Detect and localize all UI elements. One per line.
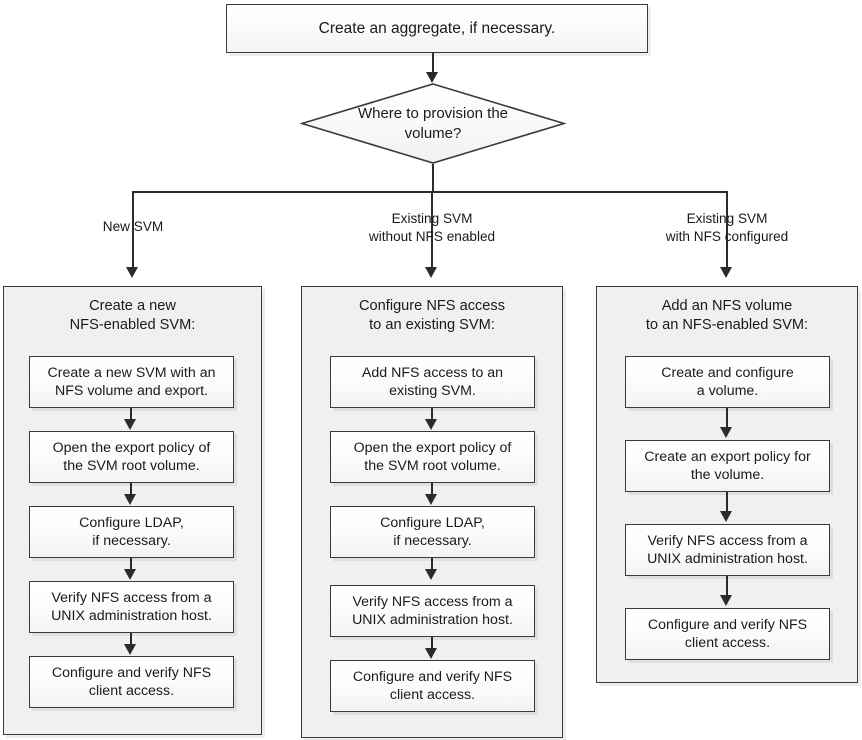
connector-2-2-to-2-3 bbox=[431, 483, 433, 496]
connector-1-1-to-1-2 bbox=[130, 408, 132, 421]
step-node-2-2: Open the export policy of the SVM root v… bbox=[330, 431, 535, 483]
connector-1-2-to-1-3 bbox=[130, 483, 132, 496]
connector-3-3-to-3-4 bbox=[726, 576, 728, 597]
connector-split-horizontal bbox=[132, 191, 728, 193]
branch-label-existing-svm-with-nfs: Existing SVM with NFS configured bbox=[665, 211, 789, 244]
arrowhead-2-4-to-2-5 bbox=[425, 648, 437, 659]
connector-branch-1-drop bbox=[132, 191, 134, 269]
connector-3-2-to-3-3 bbox=[726, 492, 728, 513]
connector-2-3-to-2-4 bbox=[431, 558, 433, 571]
decision-label: Where to provision the volume? bbox=[357, 105, 509, 142]
arrowhead-2-1-to-2-2 bbox=[425, 419, 437, 430]
arrowhead-3-3-to-3-4 bbox=[720, 595, 732, 606]
step-node-3-1: Create and configure a volume. bbox=[625, 356, 830, 408]
step-node-2-4: Verify NFS access from a UNIX administra… bbox=[330, 585, 535, 637]
step-node-2-3: Configure LDAP, if necessary. bbox=[330, 506, 535, 558]
connector-start-to-decision bbox=[432, 53, 434, 74]
step-node-1-5: Configure and verify NFS client access. bbox=[29, 656, 234, 708]
connector-decision-stem bbox=[432, 164, 434, 192]
connector-2-4-to-2-5 bbox=[431, 637, 433, 650]
step-node-1-4: Verify NFS access from a UNIX administra… bbox=[29, 581, 234, 633]
connector-1-3-to-1-4 bbox=[130, 558, 132, 571]
arrowhead-3-2-to-3-3 bbox=[720, 511, 732, 522]
step-node-2-5: Configure and verify NFS client access. bbox=[330, 660, 535, 712]
branch-label-existing-svm-without-nfs: Existing SVM without NFS enabled bbox=[368, 211, 496, 244]
branch-label-new-svm: New SVM bbox=[102, 219, 164, 234]
arrowhead-branch-2 bbox=[425, 267, 437, 278]
decision-node-where-to-provision: Where to provision the volume? bbox=[299, 82, 567, 165]
branch-panel-title-new-svm: Create a new NFS-enabled SVM: bbox=[69, 298, 196, 334]
arrowhead-1-1-to-1-2 bbox=[124, 419, 136, 430]
step-node-3-3: Verify NFS access from a UNIX administra… bbox=[625, 524, 830, 576]
connector-2-1-to-2-2 bbox=[431, 408, 433, 421]
step-node-1-2: Open the export policy of the SVM root v… bbox=[29, 431, 234, 483]
connector-1-4-to-1-5 bbox=[130, 633, 132, 646]
arrowhead-1-2-to-1-3 bbox=[124, 494, 136, 505]
arrowhead-1-3-to-1-4 bbox=[124, 569, 136, 580]
arrowhead-start-to-decision bbox=[426, 72, 438, 83]
arrowhead-2-2-to-2-3 bbox=[425, 494, 437, 505]
arrowhead-2-3-to-2-4 bbox=[425, 569, 437, 580]
arrowhead-branch-3 bbox=[720, 267, 732, 278]
branch-panel-title-existing-svm-with-nfs: Add an NFS volume to an NFS-enabled SVM: bbox=[645, 298, 809, 334]
arrowhead-1-4-to-1-5 bbox=[124, 644, 136, 655]
connector-branch-3-drop bbox=[726, 191, 728, 269]
connector-3-1-to-3-2 bbox=[726, 408, 728, 429]
step-node-1-3: Configure LDAP, if necessary. bbox=[29, 506, 234, 558]
diamond-shape-icon bbox=[299, 83, 567, 164]
connector-branch-2-drop bbox=[431, 191, 433, 269]
start-node-create-aggregate: Create an aggregate, if necessary. bbox=[226, 4, 648, 53]
step-node-2-1: Add NFS access to an existing SVM. bbox=[330, 356, 535, 408]
step-node-3-4: Configure and verify NFS client access. bbox=[625, 608, 830, 660]
step-node-1-1: Create a new SVM with an NFS volume and … bbox=[29, 356, 234, 408]
arrowhead-3-1-to-3-2 bbox=[720, 427, 732, 438]
step-node-3-2: Create an export policy for the volume. bbox=[625, 440, 830, 492]
arrowhead-branch-1 bbox=[126, 267, 138, 278]
branch-panel-title-existing-svm-without-nfs: Configure NFS access to an existing SVM: bbox=[359, 298, 505, 334]
